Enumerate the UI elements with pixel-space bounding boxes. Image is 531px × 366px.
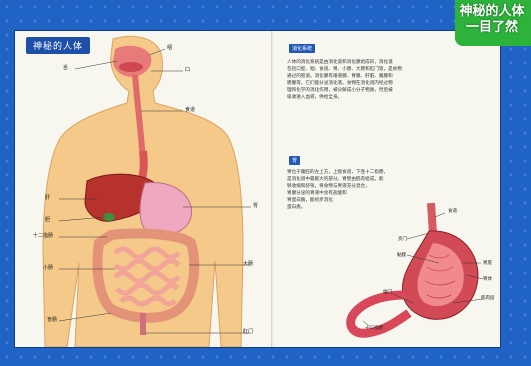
label-liver: 肝 [45,194,50,201]
label-esophagus: 食道 [185,106,195,113]
corner-badge-line1: 神秘的人体 [456,4,528,20]
left-page: 神秘的人体 [15,31,271,347]
text-line: 通过的管道。消化腺有唾液腺、胃腺、肝脏、胰腺和 [287,73,483,80]
text-line: 人体的消化系统是由消化道和消化腺组成的，消化道 [287,59,483,66]
stomach-label-muscle: 肌肉层 [481,295,495,301]
text-line: 肠腺等，它们能分泌消化液。食物在消化道内经过物 [287,80,483,87]
stomach-label-fundus: 胃底 [483,260,492,266]
stomach-label-mucosa: 黏膜 [397,252,406,258]
stomach-label-body: 胃体 [483,276,492,282]
text-line: 是消化道中最膨大的部分。胃壁由肌肉组成，能 [287,176,483,183]
book-spread: 神秘的人体 [15,31,500,347]
section-tag-digestive: 消化系统 [289,44,315,53]
label-pharynx: 咽 [167,44,172,51]
label-small-intestine: 小肠 [43,264,53,271]
text-line: 胃腺分泌的胃液中含有盐酸和 [287,190,483,197]
right-page: 消化系统 人体的消化系统是由消化道和消化腺组成的，消化道 包括口腔、咽、食道、胃… [273,31,500,347]
label-stomach: 胃 [253,202,258,209]
text-line: 理和化学的消化作用，被分解成小分子物质，然后被 [287,87,483,94]
label-gallbladder: 胆 [45,216,50,223]
stomach-label-esophagus: 食道 [448,208,457,214]
stomach-label-pylorus: 幽门 [383,289,392,295]
label-duodenum: 十二指肠 [33,232,53,239]
label-appendix: 盲肠 [47,316,57,323]
stomach-label-cardia: 贲门 [398,236,407,242]
text-line: 吸收进入血液，供给全身。 [287,94,483,101]
label-tongue: 舌 [63,64,68,71]
text-line: 包括口腔、咽、食道、胃、小肠、大肠和肛门等，是食物 [287,66,483,73]
corner-badge-line2: 一目了然 [456,20,528,36]
stomach-label-duodenum: 十二指肠 [365,325,383,331]
corner-badge-text: 神秘的人体 一目了然 [456,4,528,36]
label-mouth: 口 [185,66,190,73]
digestive-illustration [15,31,271,347]
section-tag-stomach: 胃 [289,156,300,165]
text-line: 够收缩和舒张，将食物与胃液充分混合， [287,183,483,190]
label-anus: 肛门 [243,328,253,335]
text-line: 胃位于腹腔的左上方，上接食道，下连十二指肠， [287,169,483,176]
stomach-cross-section [343,203,493,338]
label-large-intestine: 大肠 [243,260,253,267]
section-text-digestive: 人体的消化系统是由消化道和消化腺组成的，消化道 包括口腔、咽、食道、胃、小肠、大… [287,59,483,101]
tongue-shape [119,62,143,72]
